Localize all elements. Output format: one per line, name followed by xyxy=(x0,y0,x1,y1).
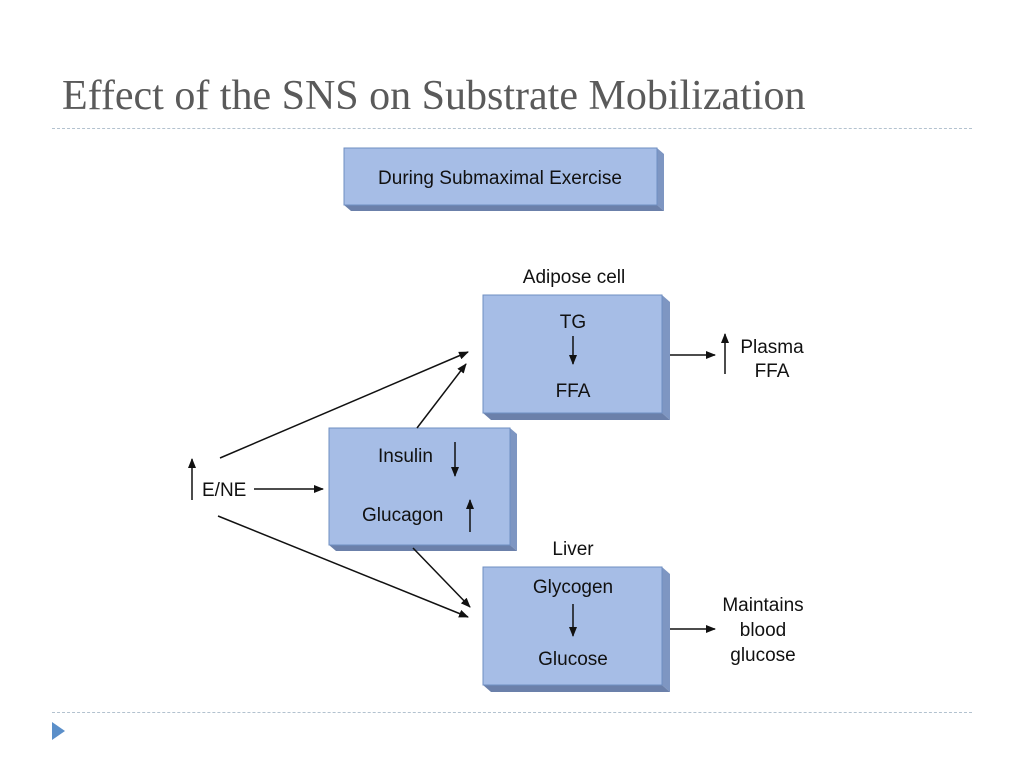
hormone-to-liver-arrow xyxy=(412,547,471,608)
header-box-label: During Submaximal Exercise xyxy=(378,168,622,189)
liver-glycogen-label: Glycogen xyxy=(533,577,613,598)
ene-to-liver-arrow xyxy=(217,515,469,618)
header-box: During Submaximal Exercise xyxy=(343,147,664,211)
glucose-outcome-label: glucose xyxy=(730,645,796,666)
adipose-ffa-label: FFA xyxy=(556,381,591,402)
plasma-ffa-label: FFA xyxy=(755,361,790,382)
adipose-box: TG FFA xyxy=(482,294,670,420)
adipose-tg-label: TG xyxy=(560,312,586,333)
maintains-label: Maintains xyxy=(722,595,803,616)
plasma-label: Plasma xyxy=(740,337,804,358)
hormone-to-adipose-arrow xyxy=(416,363,467,429)
footer-divider xyxy=(52,712,972,713)
hormone-box: Insulin Glucagon xyxy=(328,427,517,551)
liver-box: Glycogen Glucose xyxy=(482,566,670,692)
ene-to-adipose-arrow xyxy=(219,351,469,459)
liver-caption: Liver xyxy=(552,539,594,560)
ene-label: E/NE xyxy=(202,480,246,501)
glucagon-label: Glucagon xyxy=(362,505,443,526)
insulin-label: Insulin xyxy=(378,446,433,467)
adipose-caption: Adipose cell xyxy=(523,267,625,288)
title-divider xyxy=(52,128,972,129)
blood-label: blood xyxy=(740,620,787,641)
liver-glucose-label: Glucose xyxy=(538,649,608,670)
slide-title: Effect of the SNS on Substrate Mobilizat… xyxy=(62,73,806,119)
footer-bullet-icon xyxy=(52,722,65,740)
